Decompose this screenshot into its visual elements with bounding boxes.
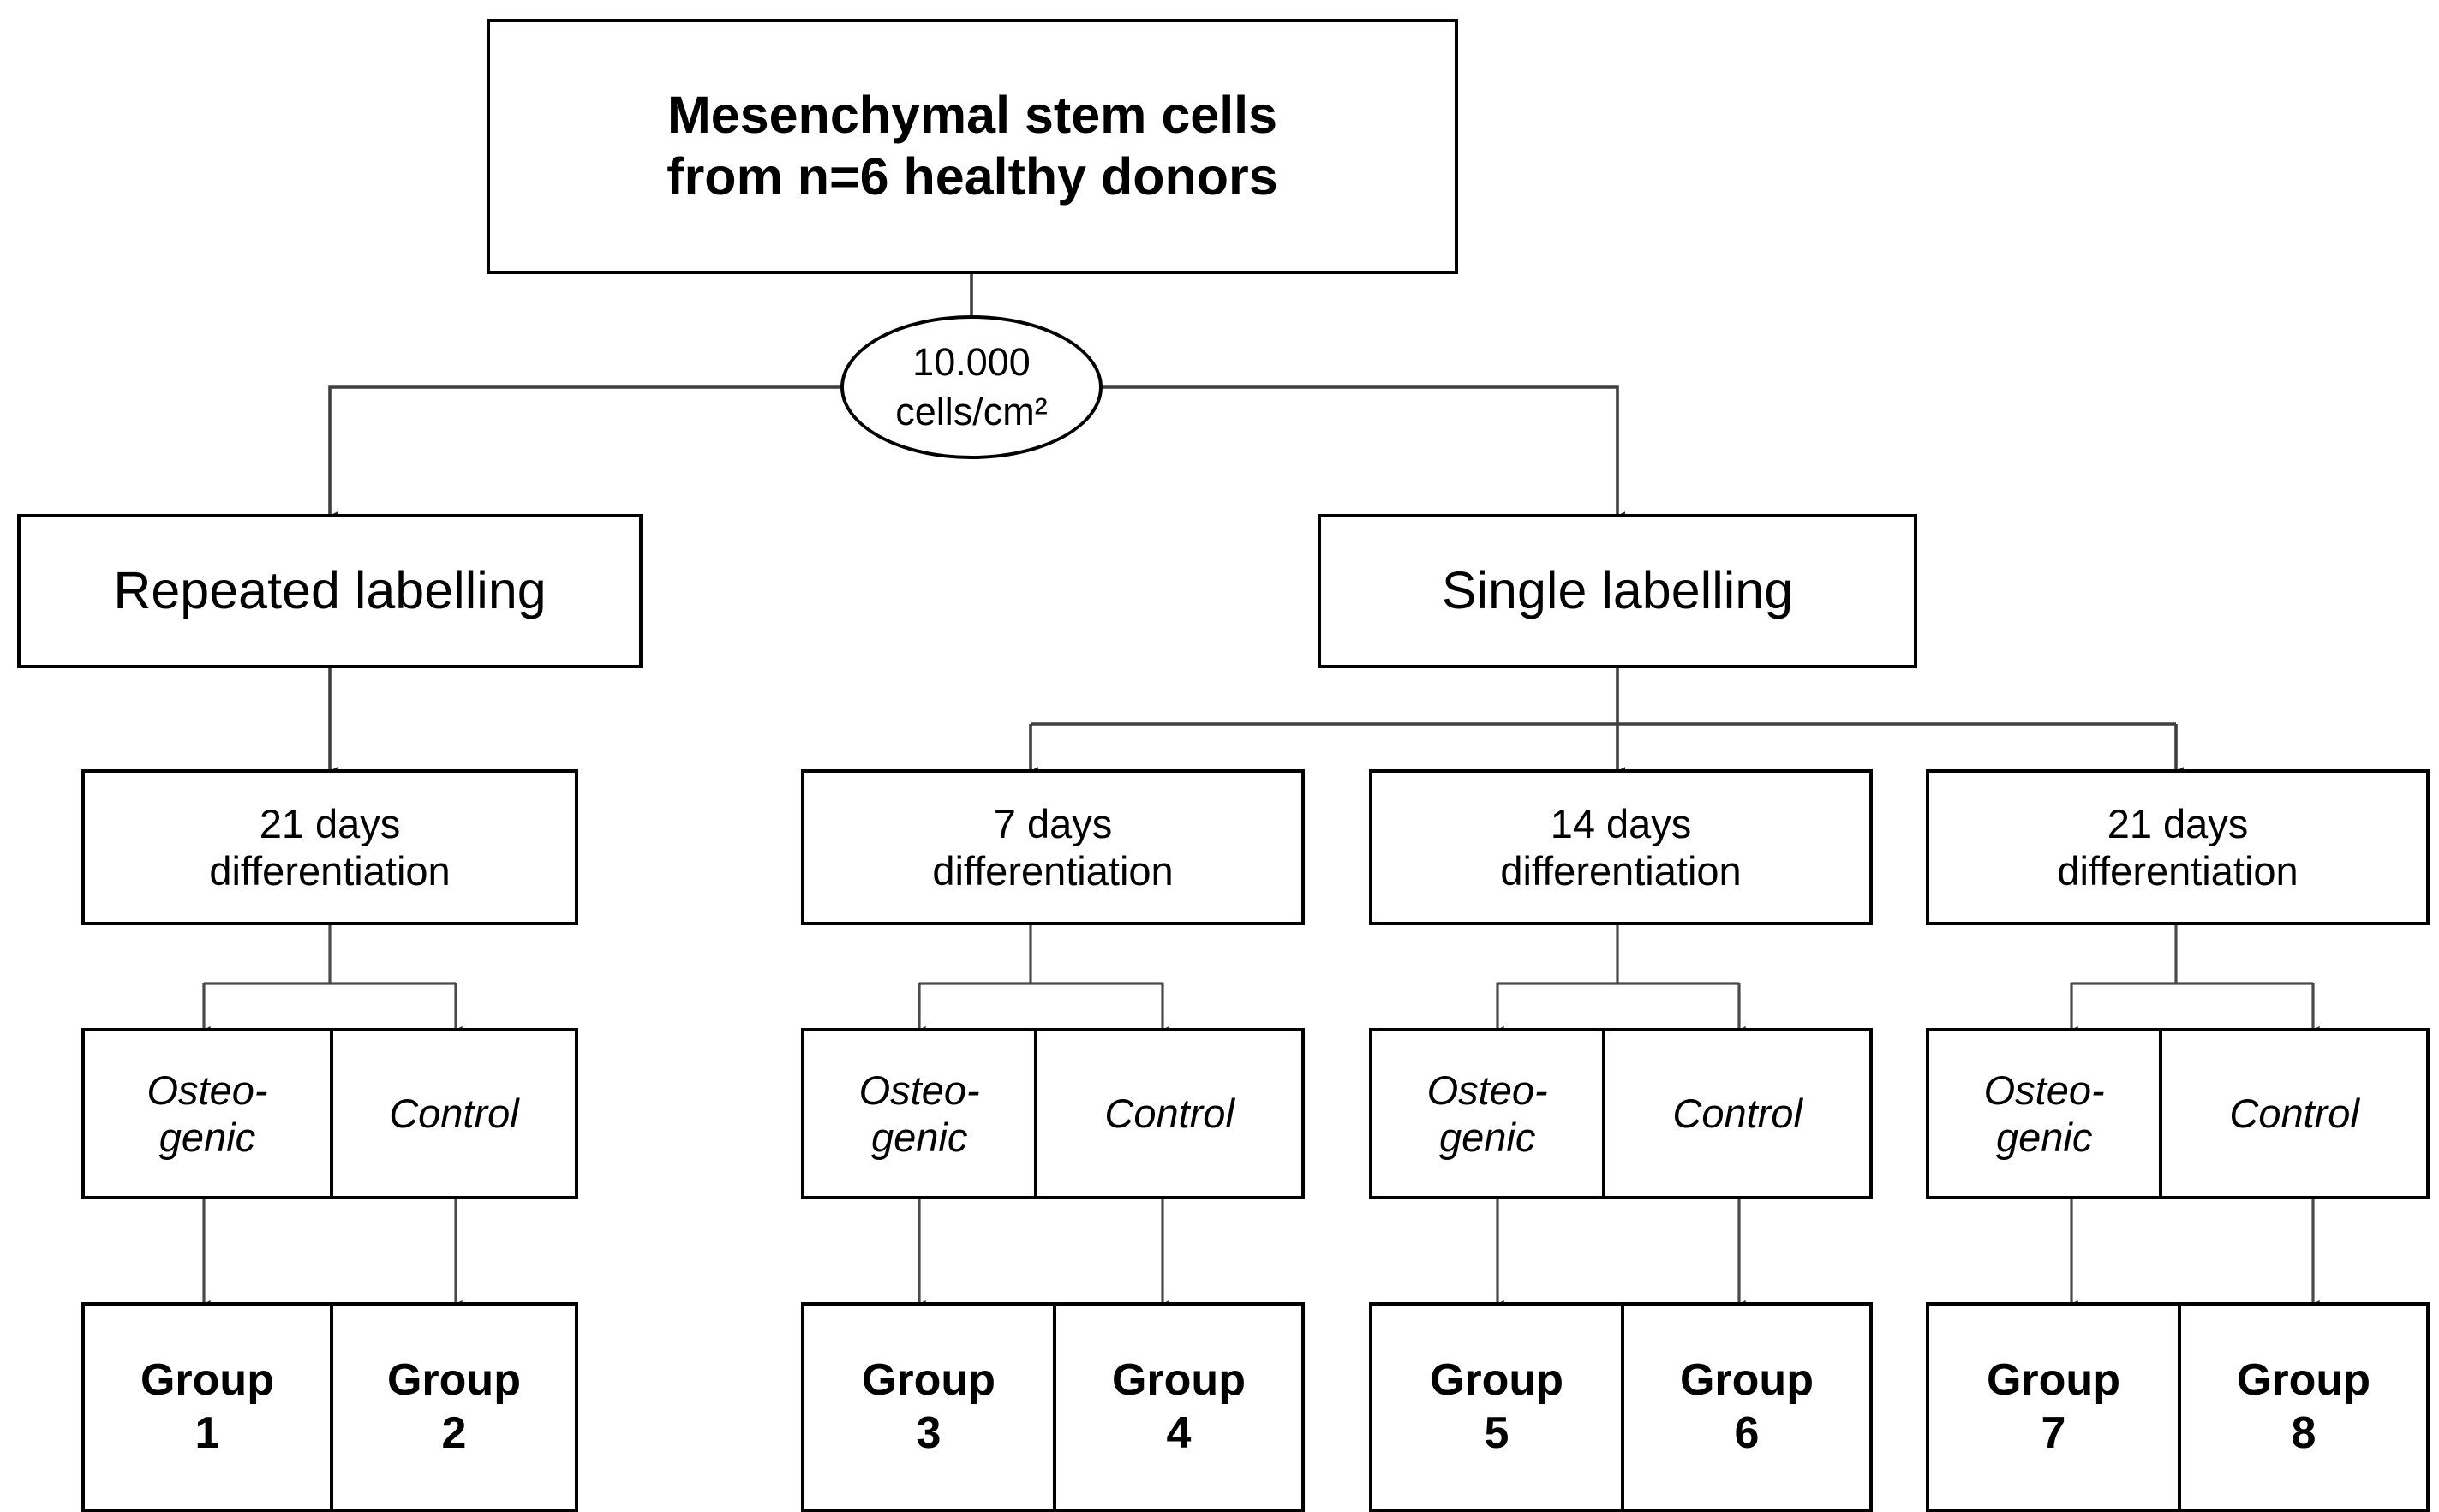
node-col1-conditions: Osteo- genic Control (81, 1028, 578, 1199)
col4-duration-line-1: 21 days (2107, 800, 2249, 846)
group-6: Group 6 (1620, 1306, 1869, 1509)
repeated-labelling-label: Repeated labelling (113, 561, 547, 620)
wire-seeding-to-repeated (328, 385, 844, 520)
group-6-number: 6 (1734, 1407, 1760, 1458)
group-7-word: Group (1986, 1355, 2120, 1406)
source-cells-line-1: Mesenchymal stem cells (667, 86, 1278, 145)
col2-osteogenic-line-2: genic (870, 1115, 968, 1160)
col1-duration-line-1: 21 days (259, 800, 401, 846)
node-col3-duration: 14 days differentiation (1369, 769, 1873, 925)
col3-condition-control: Control (1602, 1031, 1869, 1196)
col2-duration-line-1: 7 days (993, 800, 1113, 846)
col4-duration-line-2: differentiation (2057, 848, 2299, 893)
source-cells-line-2: from n=6 healthy donors (667, 147, 1278, 206)
seeding-density-value: 10.000 (912, 339, 1031, 384)
node-col3-conditions: Osteo- genic Control (1369, 1028, 1873, 1199)
col2-osteogenic-line-1: Osteo- (858, 1067, 980, 1113)
node-repeated-labelling: Repeated labelling (17, 514, 643, 668)
node-col4-groups: Group 7 Group 8 (1926, 1302, 2430, 1512)
group-2-word: Group (386, 1355, 521, 1406)
group-3-word: Group (861, 1355, 995, 1406)
group-4-word: Group (1111, 1355, 1246, 1406)
group-1: Group 1 (85, 1306, 330, 1509)
col3-condition-osteogenic: Osteo- genic (1372, 1031, 1602, 1196)
node-col1-duration: 21 days differentiation (81, 769, 578, 925)
col2-duration-line-2: differentiation (932, 848, 1174, 893)
col4-condition-control: Control (2159, 1031, 2426, 1196)
node-source-cells: Mesenchymal stem cells from n=6 healthy … (487, 19, 1458, 274)
group-4: Group 4 (1052, 1306, 1301, 1509)
single-labelling-label: Single labelling (1441, 561, 1794, 620)
group-3-number: 3 (916, 1407, 942, 1458)
group-8-word: Group (2236, 1355, 2370, 1406)
group-1-number: 1 (194, 1407, 220, 1458)
group-2-number: 2 (441, 1407, 467, 1458)
seeding-density-unit: cells/cm² (895, 390, 1048, 433)
col3-osteogenic-line-2: genic (1438, 1115, 1536, 1160)
wire-seeding-to-single (1099, 385, 1626, 520)
group-2: Group 2 (329, 1306, 575, 1509)
group-5-word: Group (1429, 1355, 1563, 1406)
node-col2-groups: Group 3 Group 4 (801, 1302, 1305, 1512)
col1-condition-control: Control (329, 1031, 575, 1196)
col2-control-label: Control (1104, 1091, 1234, 1137)
col3-osteogenic-line-1: Osteo- (1426, 1067, 1548, 1113)
group-3: Group 3 (804, 1306, 1053, 1509)
col2-condition-control: Control (1034, 1031, 1301, 1196)
col4-control-label: Control (2229, 1091, 2359, 1137)
col1-condition-osteogenic: Osteo- genic (85, 1031, 330, 1196)
col3-duration-line-1: 14 days (1550, 800, 1692, 846)
group-1-word: Group (140, 1355, 274, 1406)
group-6-word: Group (1679, 1355, 1814, 1406)
col3-duration-line-2: differentiation (1500, 848, 1742, 893)
node-seeding-density: 10.000 cells/cm² (840, 315, 1103, 459)
group-4-number: 4 (1166, 1407, 1192, 1458)
node-col4-duration: 21 days differentiation (1926, 769, 2430, 925)
col1-control-label: Control (389, 1091, 519, 1137)
node-col4-conditions: Osteo- genic Control (1926, 1028, 2430, 1199)
col1-osteogenic-line-2: genic (158, 1115, 256, 1160)
group-8-number: 8 (2291, 1407, 2316, 1458)
node-col2-conditions: Osteo- genic Control (801, 1028, 1305, 1199)
col4-condition-osteogenic: Osteo- genic (1929, 1031, 2159, 1196)
col4-osteogenic-line-2: genic (1995, 1115, 2093, 1160)
group-7: Group 7 (1929, 1306, 2178, 1509)
node-col1-groups: Group 1 Group 2 (81, 1302, 578, 1512)
node-col2-duration: 7 days differentiation (801, 769, 1305, 925)
group-5-number: 5 (1484, 1407, 1509, 1458)
node-col3-groups: Group 5 Group 6 (1369, 1302, 1873, 1512)
col1-osteogenic-line-1: Osteo- (146, 1067, 268, 1113)
col3-control-label: Control (1672, 1091, 1802, 1137)
group-5: Group 5 (1372, 1306, 1621, 1509)
col1-duration-line-2: differentiation (209, 848, 451, 893)
node-single-labelling: Single labelling (1318, 514, 1917, 668)
col2-condition-osteogenic: Osteo- genic (804, 1031, 1034, 1196)
col4-osteogenic-line-1: Osteo- (1983, 1067, 2105, 1113)
group-7-number: 7 (2041, 1407, 2066, 1458)
group-8: Group 8 (2177, 1306, 2426, 1509)
